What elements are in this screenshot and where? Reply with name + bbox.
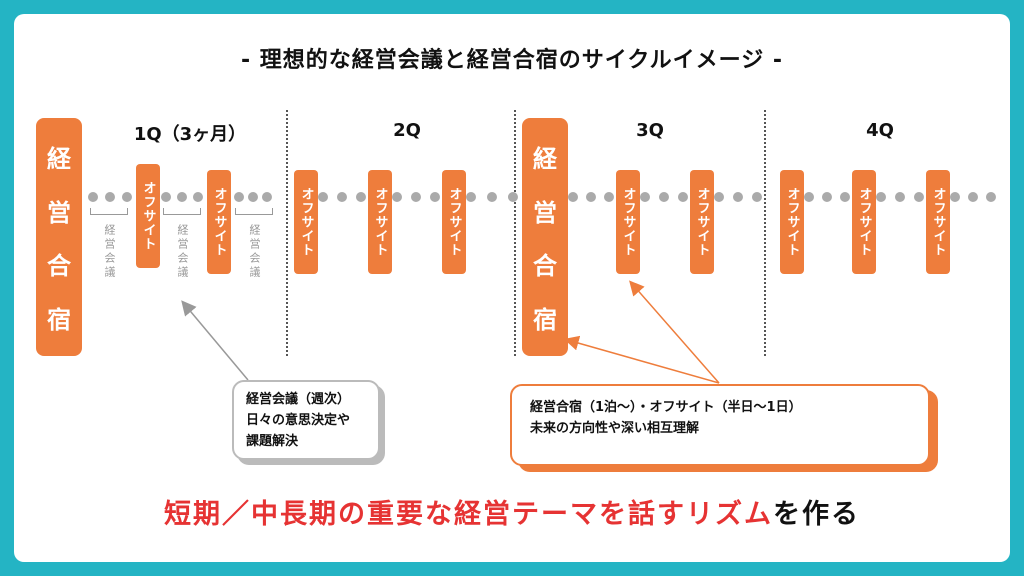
offsite-bar: オフサイト: [442, 170, 466, 274]
timeline-dots: [88, 192, 132, 202]
offsite-bar: オフサイト: [207, 170, 231, 274]
offsite-bar: オフサイト: [690, 170, 714, 274]
meeting-bracket: [90, 208, 128, 215]
callout-camp-offsite: 経営合宿（1泊〜）・オフサイト（半日〜1日） 未来の方向性や深い相互理解: [510, 384, 930, 466]
quarter-label-3q: 3Q: [636, 120, 664, 141]
camp-char: 宿: [533, 305, 557, 334]
callout-meeting-line2: 日々の意思決定や: [246, 412, 351, 428]
diagram-card: - 理想的な経営会議と経営合宿のサイクルイメージ - 1Q（3ヶ月） 2Q 3Q…: [14, 14, 1010, 562]
weekly-meeting-marker: 経営会議: [163, 208, 201, 288]
quarter-label-4q: 4Q: [866, 120, 894, 141]
quarter-divider-3: [764, 110, 766, 356]
arrow-meeting: [181, 300, 249, 381]
camp-char: 営: [47, 198, 71, 227]
tagline: 短期／中長期の重要な経営テーマを話すリズムを作る: [14, 492, 1010, 531]
timeline-dots: [318, 192, 366, 202]
callout-meeting-line1: 経営会議（週次）: [246, 392, 351, 407]
weekly-meeting-marker: 経営会議: [90, 208, 128, 288]
timeline-dots: [161, 192, 203, 202]
weekly-meeting-marker: 経営会議: [235, 208, 273, 288]
timeline-dots: [950, 192, 996, 202]
offsite-bar: オフサイト: [136, 164, 160, 268]
timeline-dots: [568, 192, 614, 202]
offsite-bar: オフサイト: [926, 170, 950, 274]
offsite-bar: オフサイト: [616, 170, 640, 274]
timeline-dots: [234, 192, 272, 202]
meeting-bracket: [163, 208, 201, 215]
camp-char: 合: [47, 252, 71, 281]
meeting-label: 経営会議: [176, 224, 189, 280]
arrow-camp: [563, 335, 720, 384]
timeline-dots: [466, 192, 518, 202]
offsite-bar: オフサイト: [368, 170, 392, 274]
camp-char: 宿: [47, 305, 71, 334]
timeline-dots: [714, 192, 762, 202]
management-camp-q1: 経 営 合 宿: [36, 118, 82, 356]
timeline-dots: [392, 192, 440, 202]
callout-camp-line2: 未来の方向性や深い相互理解: [530, 420, 700, 436]
offsite-bar: オフサイト: [852, 170, 876, 274]
callout-arrows: [181, 280, 720, 384]
callout-weekly-meeting: 経営会議（週次） 日々の意思決定や 課題解決: [232, 380, 380, 460]
callout-meeting-line3: 課題解決: [246, 433, 299, 449]
arrow-offsite: [629, 280, 720, 384]
quarter-label-1q: 1Q（3ヶ月）: [133, 124, 247, 145]
meeting-bracket: [235, 208, 273, 215]
timeline-dots: [640, 192, 688, 202]
timeline-dots: [804, 192, 850, 202]
tagline-black: を作る: [773, 499, 860, 530]
management-camp-q3: 経 営 合 宿: [522, 118, 568, 356]
camp-char: 営: [533, 198, 557, 227]
offsite-bar: オフサイト: [780, 170, 804, 274]
quarter-divider-2: [514, 110, 516, 356]
timeline-dots: [876, 192, 924, 202]
camp-char: 合: [533, 252, 557, 281]
callout-camp-line1: 経営合宿（1泊〜）・オフサイト（半日〜1日）: [530, 400, 802, 415]
meeting-label: 経営会議: [103, 224, 116, 280]
offsite-bar: オフサイト: [294, 170, 318, 274]
tagline-red: 短期／中長期の重要な経営テーマを話すリズム: [164, 499, 773, 530]
quarter-label-2q: 2Q: [393, 120, 421, 141]
diagram-title: - 理想的な経営会議と経営合宿のサイクルイメージ -: [240, 48, 784, 73]
camp-char: 経: [533, 145, 557, 174]
quarter-divider-1: [286, 110, 288, 356]
meeting-label: 経営会議: [248, 224, 261, 280]
camp-char: 経: [47, 145, 71, 174]
